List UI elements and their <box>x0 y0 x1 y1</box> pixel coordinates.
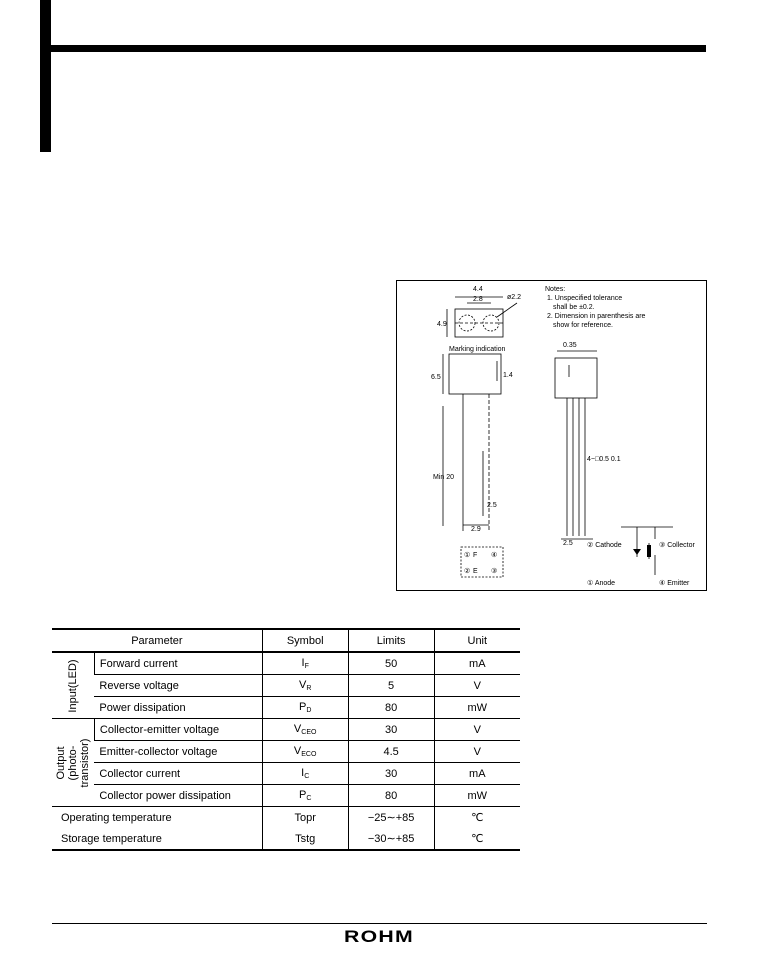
symbol-cell: Topr <box>261 806 349 828</box>
dim-lead-bottom: 2.9 <box>471 526 481 533</box>
limits-cell: 30 <box>347 718 435 741</box>
note-1-line-1: 1. Unspecified tolerance <box>547 295 622 302</box>
group-input-cell: Input(LED) <box>52 652 95 719</box>
param-cell: Collector power dissipation <box>94 784 263 807</box>
dimensions-svg: Notes: 1. Unspecified tolerance shall be… <box>431 286 696 587</box>
limits-cell: 80 <box>347 696 435 719</box>
note-2-line-2: show for reference. <box>553 322 613 329</box>
table-row: Storage temperature Tstg −30∼+85 ℃ <box>52 828 520 851</box>
symbol-cell: PD <box>261 696 349 719</box>
notes-title: Notes: <box>545 286 565 293</box>
unit-cell: ℃ <box>433 806 520 828</box>
symbol-cell: VR <box>261 674 349 697</box>
param-cell: Operating temperature <box>61 811 172 824</box>
side-view-body <box>554 357 598 399</box>
dim-pitch-horizontal: 2.5 <box>563 540 573 547</box>
footer-rule <box>52 923 707 924</box>
symbol-cell: IC <box>261 762 349 785</box>
header-unit: Unit <box>433 628 520 653</box>
marking-indication-label: Marking indication <box>449 346 506 353</box>
pin-f-label: F <box>473 552 477 559</box>
limits-cell: −30∼+85 <box>347 828 435 851</box>
anode-label: ① Anode <box>587 579 615 587</box>
unit-cell: mW <box>433 696 520 719</box>
limits-cell: 50 <box>347 652 435 675</box>
symbol-cell: IF <box>261 652 349 675</box>
dim-width: 4.4 <box>473 286 483 293</box>
table-row: Output (photo- transistor) Collector-emi… <box>52 718 520 807</box>
header-symbol: Symbol <box>261 628 349 653</box>
symbol-cell: VCEO <box>261 718 349 741</box>
table-row: Emitter-collector voltage VECO 4.5 V <box>52 740 520 763</box>
symbol-cell: PC <box>261 784 349 807</box>
emitter-label: ④ Emitter <box>659 579 690 587</box>
param-cell: Collector current <box>94 762 263 785</box>
table-row: Power dissipation PD 80 mW <box>52 696 520 719</box>
dim-depth: 4.9 <box>437 321 447 328</box>
cathode-label: ② Cathode <box>587 541 622 549</box>
param-cell: Emitter-collector voltage <box>94 740 263 763</box>
header-limits: Limits <box>347 628 435 653</box>
dim-hole: ø2.2 <box>507 294 521 301</box>
dim-pitch-vertical: 2.5 <box>487 502 497 509</box>
unit-cell: mA <box>433 652 520 675</box>
dim-thickness: 0.35 <box>563 342 577 349</box>
ratings-table: Parameter Symbol Limits Unit Input(LED) … <box>52 628 520 851</box>
limits-cell: 4.5 <box>347 740 435 763</box>
limits-cell: 80 <box>347 784 435 807</box>
pin-3-label: ③ <box>491 567 497 575</box>
rohm-logo: ROHM <box>344 927 414 946</box>
pin-e-label: E <box>473 568 478 575</box>
param-cell: Collector-emitter voltage <box>93 718 263 741</box>
dim-inner-width: 2.8 <box>473 296 483 303</box>
unit-cell: mA <box>433 762 520 785</box>
limits-cell: 30 <box>347 762 435 785</box>
unit-cell: ℃ <box>433 828 520 851</box>
pin-2-label: ② <box>464 567 470 575</box>
param-cell: Storage temperature <box>52 828 263 851</box>
collector-label: ③ Collector <box>659 541 696 549</box>
unit-cell: V <box>433 718 520 741</box>
group-output-cell: Output (photo- transistor) <box>52 718 95 807</box>
unit-cell: mW <box>433 784 520 807</box>
dimensions-drawing: Notes: 1. Unspecified tolerance shall be… <box>396 280 707 591</box>
front-view-body <box>448 353 502 395</box>
table-row: Collector power dissipation PC 80 mW <box>52 784 520 807</box>
unit-cell: V <box>433 674 520 697</box>
phototransistor-symbol <box>647 545 651 557</box>
param-cell: Reverse voltage <box>94 674 263 697</box>
header-horizontal-rule <box>40 45 706 52</box>
dim-marking-height: 1.4 <box>503 372 513 379</box>
header-parameter: Parameter <box>52 628 263 653</box>
pin-1-label: ① <box>464 551 470 559</box>
limits-cell: 5 <box>347 674 435 697</box>
symbol-cell: Tstg <box>261 828 349 851</box>
table-row: Collector current IC 30 mA <box>52 762 520 785</box>
note-1-line-2: shall be ±0.2. <box>553 304 595 311</box>
table-row: Reverse voltage VR 5 V <box>52 674 520 697</box>
dim-lead-length: Min 20 <box>433 474 454 481</box>
limits-cell: −25∼+85 <box>347 806 435 828</box>
pin-4-label: ④ <box>491 551 497 559</box>
table-header-row: Parameter Symbol Limits Unit <box>52 628 520 653</box>
pin-layout-box <box>460 546 504 578</box>
dim-lead-spec: 4−□0.5 0.1 <box>587 456 621 463</box>
header-vertical-bar <box>40 0 51 152</box>
param-cell: Power dissipation <box>94 696 263 719</box>
group-output-label: Output (photo- transistor) <box>54 738 91 787</box>
unit-cell: V <box>433 740 520 763</box>
table-row: Operating temperature Topr −25∼+85 ℃ <box>52 806 520 828</box>
param-cell: Forward current <box>93 652 263 675</box>
led-diode-symbol <box>633 549 641 555</box>
table-row: Input(LED) Forward current IF 50 mA <box>52 652 520 719</box>
dim-body-height: 6.5 <box>431 374 441 381</box>
group-input-label: Input(LED) <box>66 658 79 713</box>
note-2-line-1: 2. Dimension in parenthesis are <box>547 313 646 320</box>
symbol-cell: VECO <box>261 740 349 763</box>
